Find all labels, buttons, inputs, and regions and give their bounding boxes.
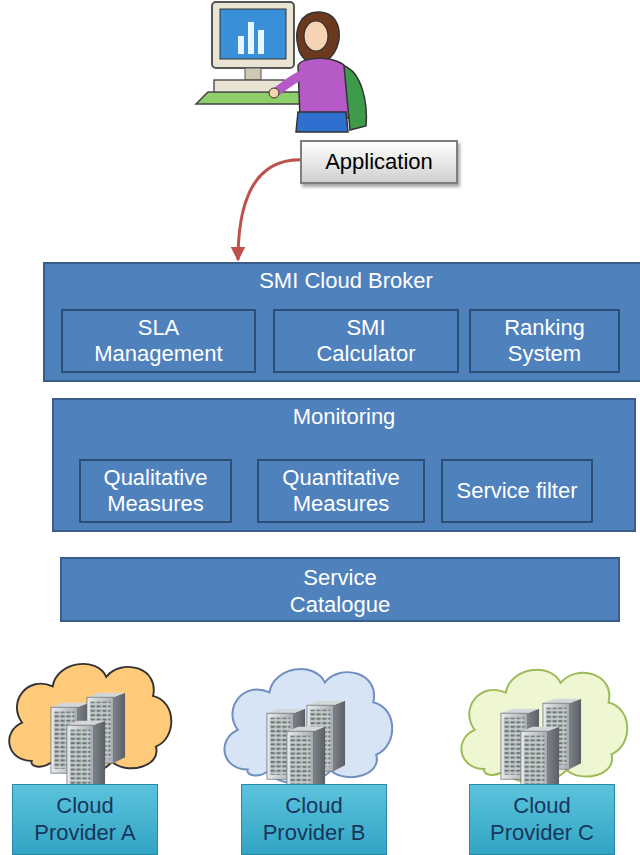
node-label: Application	[325, 149, 433, 175]
cloud-a	[9, 664, 171, 791]
illustration-part	[245, 68, 261, 80]
node-label: Service filter	[456, 478, 577, 504]
illustration-part	[238, 36, 244, 54]
monitoring-band: MonitoringQualitative Measures Quantitati…	[52, 398, 636, 532]
component-box: Qualitative Measures	[79, 459, 232, 523]
node-label: Cloud Provider C	[477, 793, 607, 846]
illustration-part	[212, 2, 294, 68]
node-label: Service Catalogue	[275, 561, 405, 618]
component-box: Ranking System	[469, 309, 620, 373]
node-label: Monitoring	[54, 400, 634, 430]
broker-band: SMI Cloud BrokerSLA Management SMI Calcul…	[43, 262, 640, 382]
node-label: Ranking System	[480, 315, 610, 368]
node-label: Qualitative Measures	[91, 465, 221, 518]
provider-box: Cloud Provider A	[12, 784, 158, 855]
component-box: SMI Calculator	[273, 309, 459, 373]
catalogue-band: Service Catalogue	[60, 557, 620, 622]
request-arrow	[238, 160, 300, 260]
node-label: Cloud Provider B	[249, 793, 379, 846]
illustration-part	[248, 22, 254, 54]
node-label: SMI Cloud Broker	[45, 264, 640, 294]
provider-box: Cloud Provider C	[469, 784, 615, 855]
provider-box: Cloud Provider B	[241, 784, 387, 855]
cloud-c	[461, 670, 627, 797]
illustration-part	[220, 9, 286, 59]
node-label: SLA Management	[94, 315, 224, 368]
user-figure	[196, 2, 366, 132]
illustration-part	[276, 74, 304, 92]
cloud-b	[224, 669, 392, 797]
illustration-part	[67, 721, 105, 791]
component-box: SLA Management	[61, 309, 256, 373]
illustration-part	[304, 21, 328, 51]
illustration-part	[258, 30, 264, 54]
node-label: Cloud Provider A	[20, 793, 150, 846]
illustration-part	[297, 12, 339, 63]
illustration-part	[269, 88, 279, 98]
illustration-part	[296, 112, 348, 132]
component-box: Service filter	[441, 459, 593, 523]
node-label: SMI Calculator	[301, 315, 431, 368]
illustration-part	[196, 92, 312, 104]
application-box: Application	[300, 140, 458, 184]
component-box: Quantitative Measures	[257, 459, 425, 523]
node-label: Quantitative Measures	[276, 465, 406, 518]
